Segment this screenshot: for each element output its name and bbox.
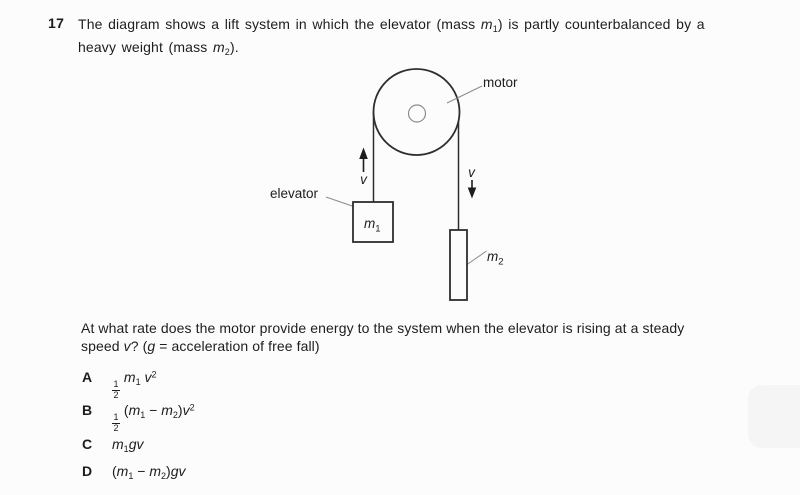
formula-part: − [133,463,150,479]
formula-part: 1 [128,471,134,481]
formula-part: m [116,463,129,479]
option-letter-c: C [82,436,93,452]
formula-part: m [128,402,141,418]
lift-system-diagram: motor elevator v v m1 m2 [270,68,518,301]
prompt-text-line2: speed v? (g = acceleration of free fall) [81,337,771,355]
question-text-line2: heavy weight (mass m2). [78,38,788,61]
option-formula-d: (m1 − m2)gv [112,463,185,481]
motor-pointer-line [446,85,483,104]
formula-part: The diagram shows a lift system in which… [78,16,481,32]
v-left-label: v [360,172,368,187]
formula-part: 2 [151,369,157,380]
up-arrow-head [359,147,368,159]
down-arrow-head [467,187,477,199]
formula-part: 1 [140,410,146,420]
formula-part: g [147,338,156,354]
formula-part: m [212,39,225,55]
elevator-box [352,201,394,243]
formula-part: speed [81,338,124,354]
formula-part: v [123,338,131,354]
formula-part: = acceleration of free fall) [155,338,320,354]
elevator-label: elevator [270,186,319,201]
m1-label-base: m [364,216,375,231]
formula-part: At what rate does the motor provide ener… [81,320,685,336]
formula-part: v [182,402,190,418]
prompt-text-line1: At what rate does the motor provide ener… [81,319,771,337]
question-number: 17 [48,15,65,31]
prompt-text: At what rate does the motor provide ener… [81,319,771,355]
formula-part: 1 [492,24,498,34]
option-formula-c: m1gv [112,436,143,454]
formula-part: 2 [161,471,167,481]
formula-part: ) [166,463,171,479]
option-letter-b: B [82,402,93,418]
faint-scroll-overlay [748,385,800,448]
fraction-denominator: 2 [113,390,119,401]
formula-part: ( [120,402,129,418]
formula-part: 2 [189,402,195,413]
pulley-hub [407,104,427,123]
formula-part: v [144,369,152,385]
fraction-numerator: 1 [112,411,121,424]
m1-label-sub: 1 [375,224,380,235]
formula-part: m [480,16,493,32]
fraction-numerator: 1 [112,378,121,391]
formula-part: gv [170,463,186,479]
formula-part: 1 [135,377,141,387]
formula-part: ). [229,39,239,55]
fraction-denominator: 2 [113,423,119,434]
formula-part: − [145,402,162,418]
counterweight-box [449,229,468,301]
m2-label-base: m [487,249,498,264]
formula-part: gv [128,436,144,452]
m2-label-sub: 2 [498,257,503,268]
pulley-wheel [372,68,461,156]
formula-part: ? ( [130,338,148,354]
formula-part: 1 [123,444,129,454]
m2-label: m2 [487,249,504,268]
motor-label: motor [483,75,518,90]
formula-part: ) [177,402,183,418]
m1-label: m1 [364,216,381,235]
formula-part: m [149,463,161,479]
option-letter-a: A [82,369,93,385]
formula-part: 2 [172,410,178,420]
formula-part: m [123,369,136,385]
question-text-line1: The diagram shows a lift system in which… [78,15,788,38]
formula-part: ) is partly counterbalanced by a [497,16,705,32]
formula-part: m [161,402,173,418]
formula-part: ( [112,463,117,479]
formula-part: heavy weight (mass [78,39,213,55]
option-letter-d: D [82,463,93,479]
v-right-label: v [468,165,476,180]
formula-part: m [112,436,124,452]
question-text: The diagram shows a lift system in which… [78,15,788,61]
formula-part: 2 [224,47,230,57]
